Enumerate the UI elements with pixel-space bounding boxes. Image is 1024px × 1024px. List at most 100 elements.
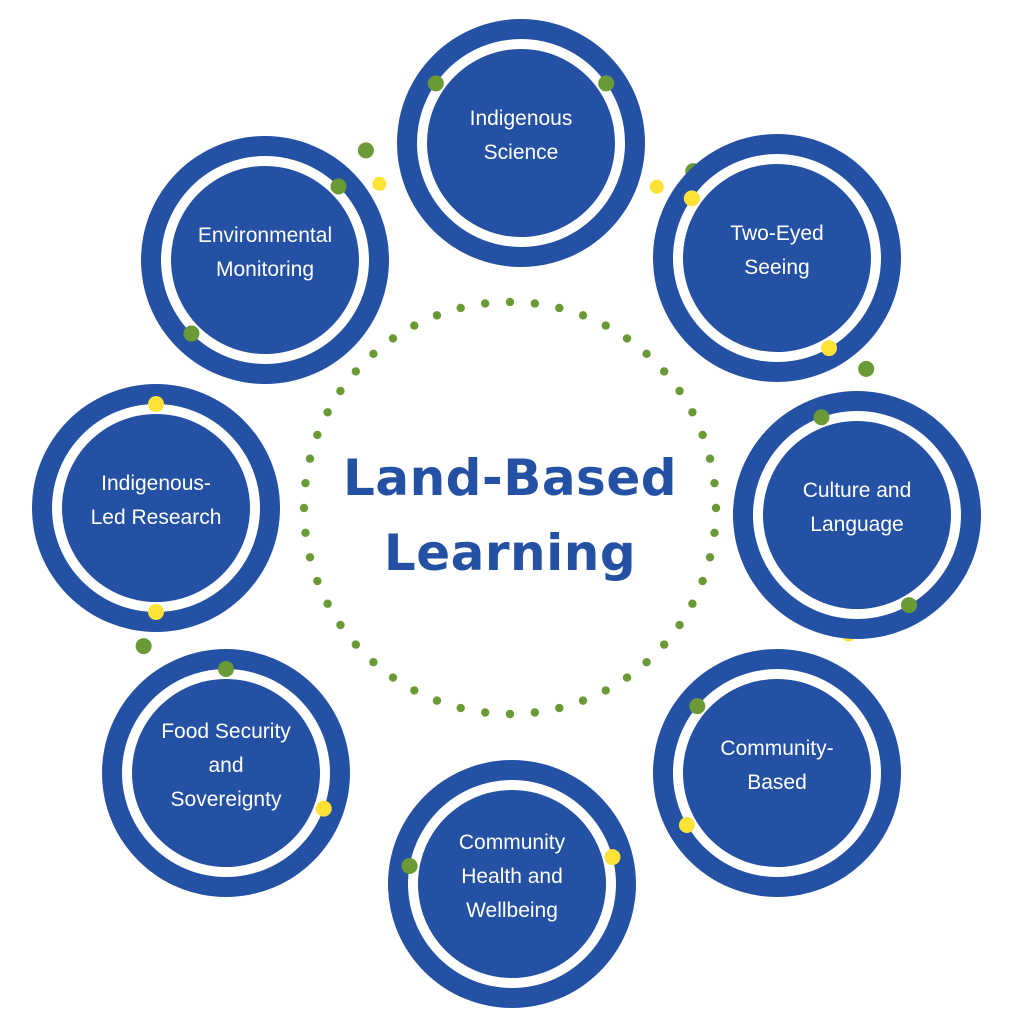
ring-dot [555,703,564,713]
node-inner-disc [62,414,250,602]
node-label-line: Culture and [803,479,912,502]
ring-dot [480,299,490,308]
ring-dot [659,640,669,649]
yellow-dot [315,800,332,817]
ring-dot [642,349,651,359]
ring-dot [622,334,632,343]
ring-dot [323,408,332,417]
ring-dot [530,708,540,717]
ring-dot [313,576,322,586]
ring-dot [698,576,707,586]
ring-dot [432,311,442,320]
node-inner-disc [427,49,615,237]
ring-dot [688,599,697,608]
node-label-line: Wellbeing [466,899,558,922]
node-label-line: Community [459,831,566,854]
ring-dot [305,553,315,562]
node-community-based: Community-Based [653,649,901,897]
ring-dot [675,620,684,630]
center-dotted-ring [299,297,721,719]
green-dot [135,638,152,655]
node-label-line: Indigenous [470,107,573,130]
node-label-line: Health and [461,865,563,888]
ring-dot [642,657,651,667]
ring-dot [601,686,610,695]
node-label-line: Two-Eyed [730,222,823,245]
ring-dot [305,454,315,463]
ring-dot [659,367,669,376]
green-dot [813,409,830,426]
node-indigenous-led-research: Indigenous-Led Research [32,384,280,632]
ring-dot [711,503,721,513]
yellow-dot [148,604,164,620]
ring-dot [388,334,398,343]
ring-dot [675,386,684,396]
ring-dot [578,311,588,320]
ring-dot [351,367,361,376]
ring-dot [336,620,345,630]
green-dot [218,661,234,677]
ring-dot [705,454,715,463]
ring-dot [688,408,697,417]
ring-dot [555,303,564,313]
ring-dot [336,386,345,396]
green-dot [901,597,917,614]
node-label-line: Sovereignty [171,788,282,811]
ring-dot [705,553,715,562]
ring-dot [505,709,515,719]
ring-dot [710,528,719,538]
ring-dot [710,478,719,488]
yellow-dot [821,340,837,357]
yellow-dot [649,179,664,194]
node-inner-disc [763,421,951,609]
yellow-dot [372,176,387,191]
ring-dot [622,673,632,682]
node-label-line: Seeing [744,256,809,279]
ring-dot [351,640,361,649]
green-dot [427,75,444,92]
green-dot [598,75,615,92]
node-label-line: and [208,754,243,777]
node-label-line: Language [810,513,903,536]
ring-dot [480,708,490,717]
ring-dot [369,657,378,667]
yellow-dot [604,849,621,866]
green-dot [858,360,875,377]
node-inner-disc [132,679,320,867]
ring-dot [578,696,588,705]
green-dot [330,178,347,195]
ring-dot [505,297,515,307]
ring-dot [456,703,465,713]
node-label-line: Led Research [91,506,222,529]
green-dot [357,142,374,159]
node-inner-disc [683,679,871,867]
ring-dot [698,430,707,440]
node-label-line: Environmental [198,224,332,247]
node-inner-disc [683,164,871,352]
decorative-dots-front [148,75,917,874]
ring-dot [323,599,332,608]
node-inner-disc [418,790,606,978]
ring-dot [313,430,322,440]
green-dot [401,857,418,874]
yellow-dot [683,190,700,207]
node-label-line: Monitoring [216,258,314,281]
yellow-dot [148,396,164,412]
node-label-line: Science [484,141,559,164]
ring-dot [369,349,378,359]
node-label-line: Food Security [161,720,291,743]
node-label-line: Based [747,771,807,794]
center-title-line-2: Learning [384,524,636,582]
center-title-line-1: Land-Based [343,449,677,507]
green-dot [689,698,706,715]
ring-dot [432,696,442,705]
ring-dot [456,303,465,313]
